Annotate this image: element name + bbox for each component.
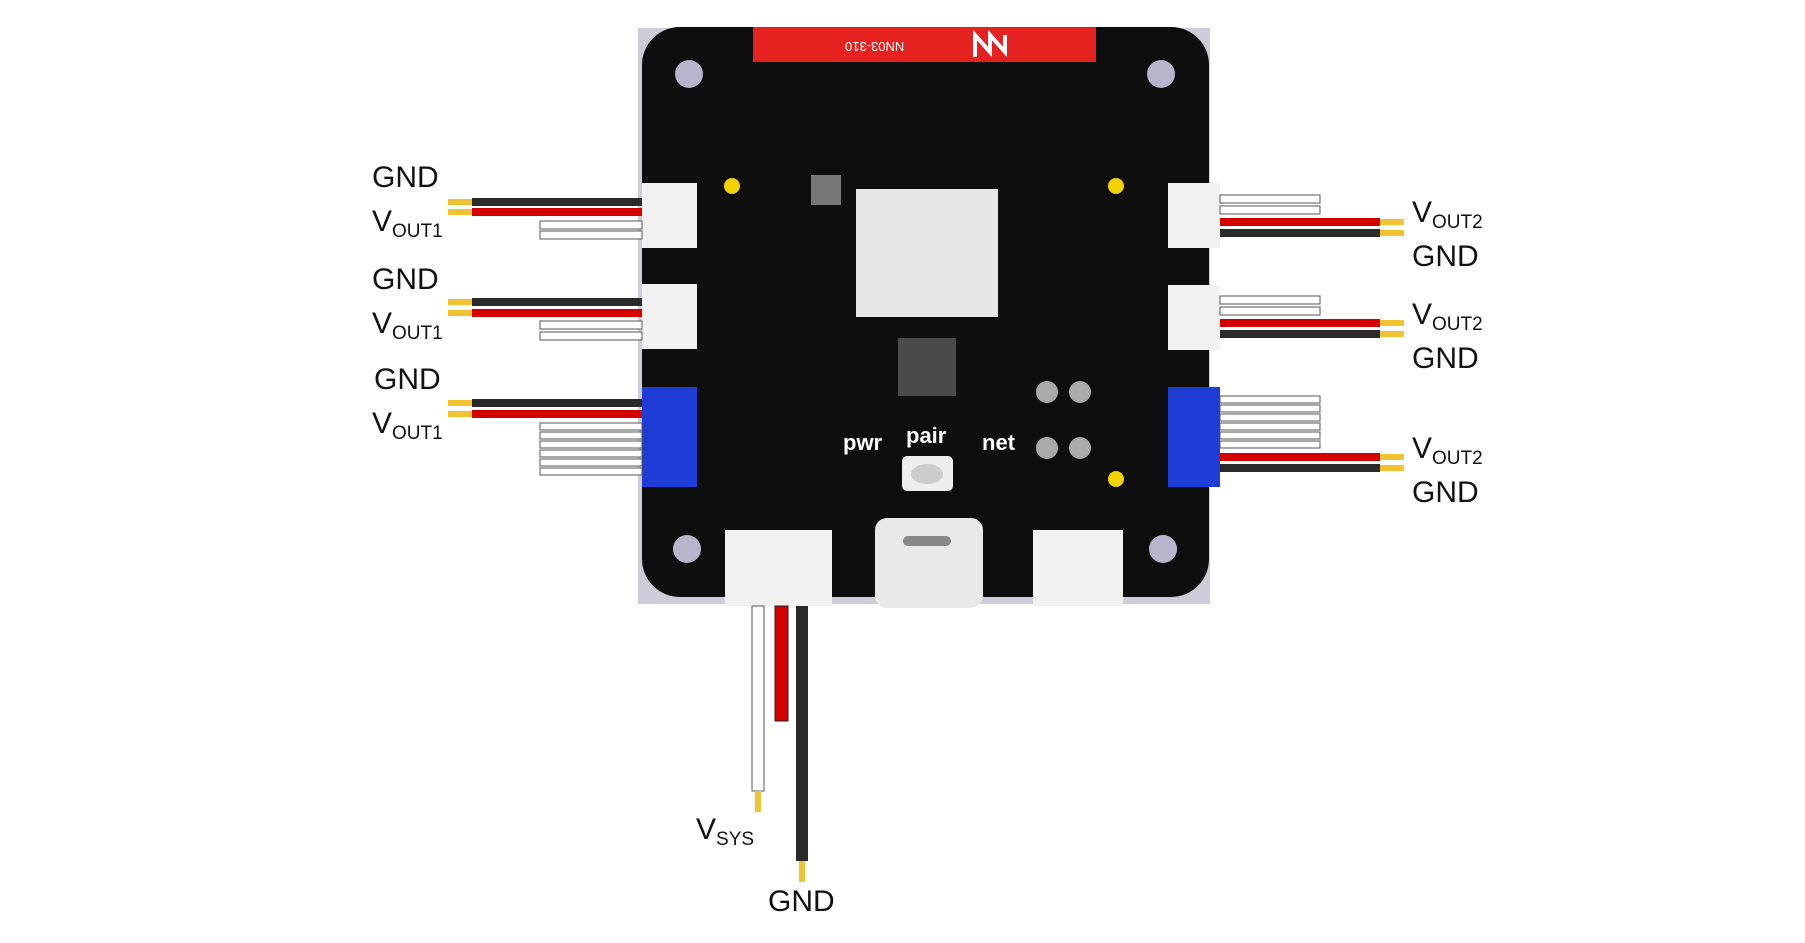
label-left-vout1-2: VOUT1	[372, 307, 443, 344]
label-left-vout1-1: VOUT1	[372, 205, 443, 242]
wire-white	[539, 458, 643, 467]
label-left-gnd-2: GND	[372, 263, 439, 296]
test-point-right	[1108, 178, 1124, 194]
pin-gold	[1380, 454, 1404, 460]
label-net: net	[982, 430, 1015, 455]
usb-c-opening	[903, 536, 951, 546]
pin-gold	[448, 411, 472, 417]
wire-white	[1219, 395, 1321, 404]
wire-white	[539, 331, 643, 341]
wire-white	[539, 320, 643, 330]
antenna-logo	[973, 29, 1007, 58]
mount-hole-bottom-left	[673, 535, 701, 563]
label-right-vout2-2: VOUT2	[1412, 298, 1483, 335]
small-ic	[811, 175, 841, 205]
pin-gold	[448, 299, 472, 305]
pad	[1036, 437, 1058, 459]
wire-red	[774, 605, 789, 722]
wire-white	[539, 220, 643, 230]
pin-gold	[755, 791, 761, 812]
qfn-ic	[898, 338, 956, 396]
test-point-bottom	[1108, 471, 1124, 487]
wire-white	[539, 467, 643, 476]
wire-black	[1220, 464, 1380, 472]
wire-white	[1219, 404, 1321, 413]
pin-gold	[799, 861, 805, 882]
connector-bottom-left[interactable]	[725, 530, 832, 606]
wire-black	[1220, 229, 1380, 237]
wire-white	[539, 431, 643, 440]
wire-black	[472, 198, 642, 206]
label-right-vout2-1: VOUT2	[1412, 196, 1483, 233]
mount-hole-bottom-right	[1149, 535, 1177, 563]
label-right-vout2-3: VOUT2	[1412, 432, 1483, 469]
connector-bottom-right[interactable]	[1033, 530, 1123, 606]
rf-module-shield	[856, 189, 998, 317]
label-left-gnd-3: GND	[374, 363, 441, 396]
antenna-chip	[753, 27, 1096, 62]
wire-black	[472, 399, 642, 407]
pin-gold	[1380, 219, 1404, 225]
label-bottom-gnd: GND	[768, 885, 835, 918]
wire-white	[1219, 440, 1321, 449]
pad	[1036, 381, 1058, 403]
wire-white	[539, 449, 643, 458]
pin-gold	[1380, 230, 1404, 236]
wire-white	[1219, 413, 1321, 422]
label-right-gnd-1: GND	[1412, 240, 1479, 273]
wire-black	[796, 606, 808, 861]
mount-hole-top-left	[675, 60, 703, 88]
wire-white	[1219, 306, 1321, 316]
pair-button-cap	[911, 464, 943, 484]
wire-white	[1219, 431, 1321, 440]
label-left-vout1-3: VOUT1	[372, 407, 443, 444]
wire-white	[751, 605, 765, 792]
connector-right-2[interactable]	[1168, 285, 1220, 350]
pin-gold	[1380, 331, 1404, 337]
wire-red	[472, 208, 642, 216]
label-right-gnd-3: GND	[1412, 476, 1479, 509]
wire-red	[472, 410, 642, 418]
pin-gold	[448, 199, 472, 205]
wire-black	[472, 298, 642, 306]
label-pair: pair	[906, 423, 947, 448]
wire-black	[1220, 330, 1380, 338]
connector-left-1[interactable]	[642, 183, 697, 248]
label-left-gnd-1: GND	[372, 161, 439, 194]
label-pwr: pwr	[843, 430, 883, 455]
pin-gold	[448, 310, 472, 316]
wire-white	[539, 440, 643, 449]
connector-right-3[interactable]	[1168, 387, 1220, 487]
wire-white	[1219, 205, 1321, 215]
pin-gold	[448, 400, 472, 406]
usb-c-port[interactable]	[875, 518, 983, 608]
pin-gold	[448, 209, 472, 215]
wire-white	[1219, 295, 1321, 305]
wire-white	[1219, 422, 1321, 431]
label-right-gnd-2: GND	[1412, 342, 1479, 375]
pin-gold	[1380, 320, 1404, 326]
pin-gold	[1380, 465, 1404, 471]
mount-hole-top-right	[1147, 60, 1175, 88]
pad	[1069, 437, 1091, 459]
wire-red	[1220, 453, 1380, 461]
label-bottom-vsys: VSYS	[696, 813, 755, 850]
wire-red	[1220, 218, 1380, 226]
wire-white	[539, 230, 643, 240]
connector-left-2[interactable]	[642, 284, 697, 349]
wire-red	[1220, 319, 1380, 327]
test-point-left	[724, 178, 740, 194]
connector-right-1[interactable]	[1168, 183, 1220, 248]
wire-white	[1219, 194, 1321, 204]
wire-red	[472, 309, 642, 317]
wire-white	[539, 422, 643, 431]
connector-left-3[interactable]	[642, 387, 697, 487]
pad	[1069, 381, 1091, 403]
part-number: NN03-310	[845, 39, 905, 54]
